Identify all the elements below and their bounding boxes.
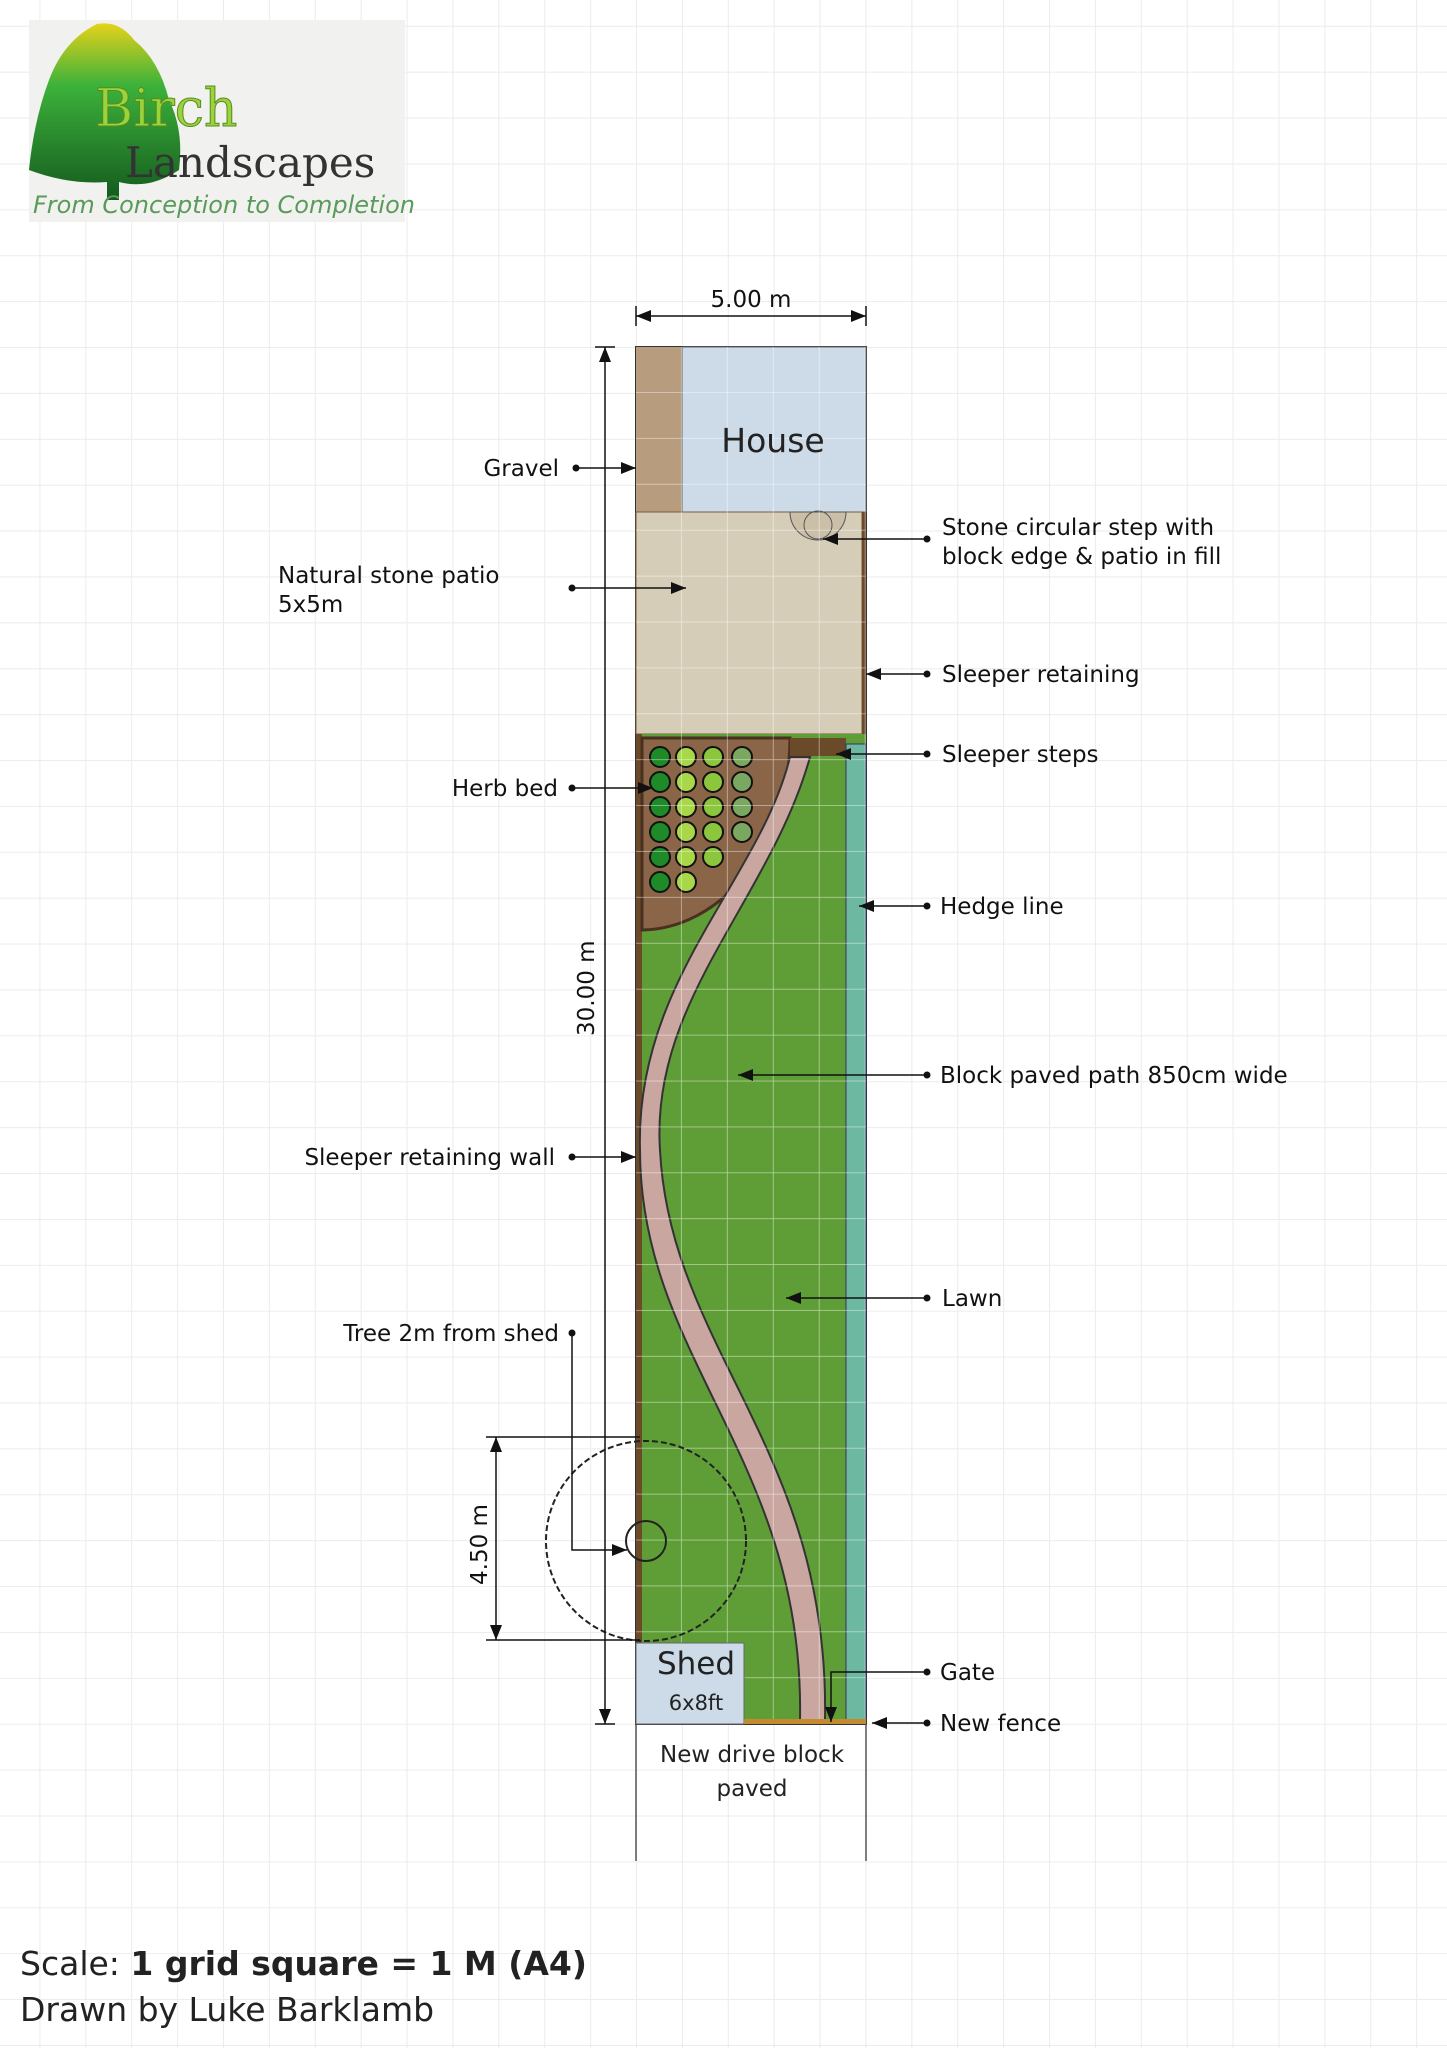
label-herb-bed: Herb bed bbox=[452, 776, 558, 802]
dimension-lines bbox=[486, 306, 867, 1725]
label-lawn: Lawn bbox=[942, 1286, 1002, 1312]
length-dimension: 30.00 m bbox=[574, 940, 600, 1036]
label-patio-1: Natural stone patio bbox=[278, 563, 499, 589]
shed-label: Shed bbox=[657, 1646, 735, 1682]
logo-birch: Birch bbox=[95, 79, 237, 139]
label-step-1: Stone circular step with bbox=[942, 515, 1214, 541]
leader-dots bbox=[568, 464, 931, 1727]
drive-label-2: paved bbox=[716, 1776, 787, 1802]
scale-value: 1 grid square = 1 M (A4) bbox=[130, 1944, 587, 1983]
logo-tagline: From Conception to Completion bbox=[33, 191, 415, 219]
label-step-2: block edge & patio in fill bbox=[942, 544, 1221, 570]
label-hedge-line: Hedge line bbox=[940, 894, 1064, 920]
tree-icon bbox=[545, 1440, 747, 1642]
logo-tree-icon bbox=[29, 23, 181, 201]
drawn-by: Drawn by Luke Barklamb bbox=[20, 1990, 435, 2029]
label-gravel: Gravel bbox=[483, 456, 559, 482]
shed bbox=[635, 1642, 745, 1725]
label-sleeper-steps: Sleeper steps bbox=[942, 742, 1099, 768]
scale-prefix: Scale: bbox=[20, 1944, 131, 1983]
new-fence bbox=[744, 1719, 866, 1724]
label-tree: Tree 2m from shed bbox=[342, 1321, 559, 1347]
leader-lines bbox=[571, 462, 927, 1729]
label-retaining-wall: Sleeper retaining wall bbox=[304, 1145, 555, 1171]
shed-size: 6x8ft bbox=[669, 1691, 723, 1715]
house-label: House bbox=[721, 421, 824, 460]
label-sleeper-retaining: Sleeper retaining bbox=[942, 662, 1140, 688]
drive-label-1: New drive block bbox=[660, 1742, 845, 1768]
company-logo bbox=[29, 20, 405, 222]
logo-landscapes: Landscapes bbox=[125, 138, 375, 187]
label-gate: Gate bbox=[940, 1660, 995, 1686]
label-path: Block paved path 850cm wide bbox=[940, 1063, 1288, 1089]
tree-spread-dimension: 4.50 m bbox=[467, 1504, 493, 1585]
plan-grid bbox=[636, 347, 866, 1724]
width-dimension: 5.00 m bbox=[711, 287, 792, 313]
scale-note: Scale: 1 grid square = 1 M (A4) bbox=[20, 1944, 587, 1983]
label-patio-2: 5x5m bbox=[278, 592, 343, 618]
label-new-fence: New fence bbox=[940, 1711, 1061, 1737]
